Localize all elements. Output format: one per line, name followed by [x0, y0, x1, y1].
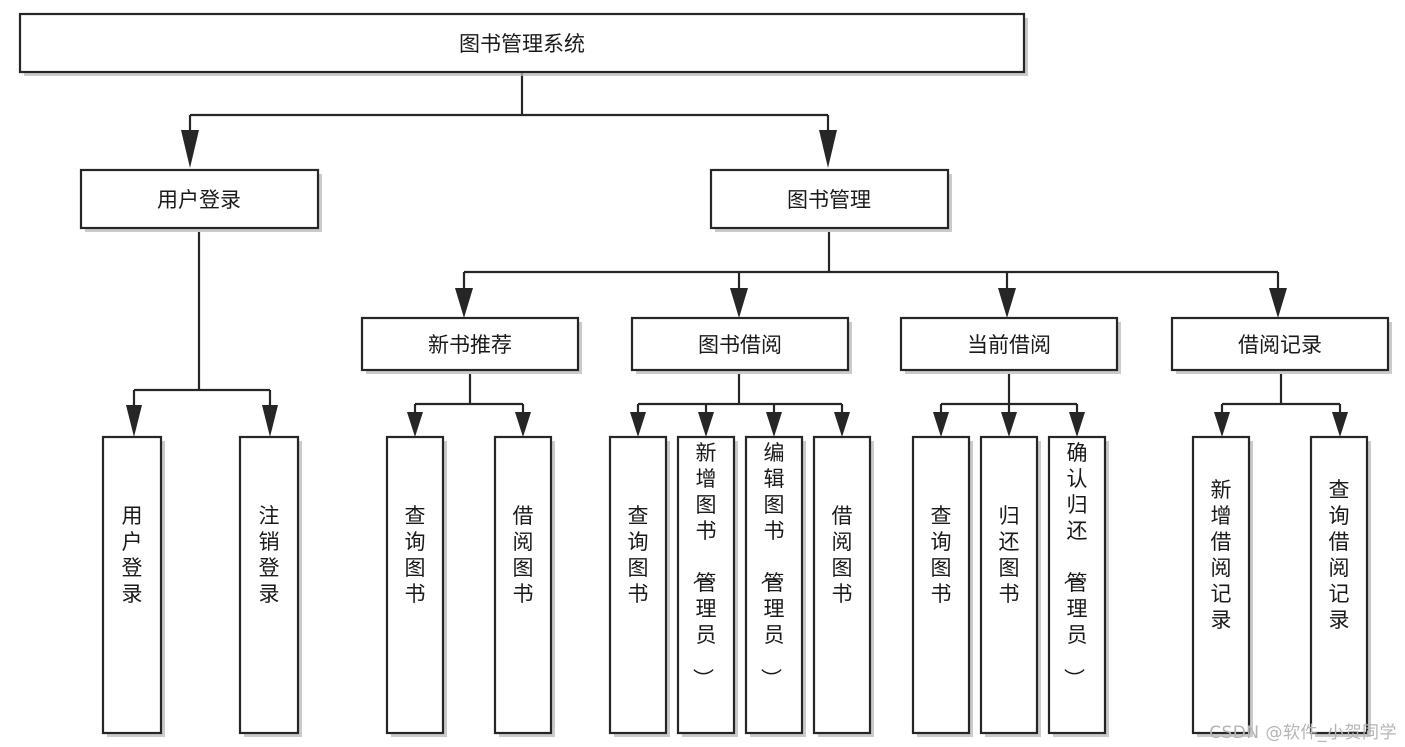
connector-layer — [126, 72, 1348, 437]
node-box — [979, 435, 1039, 735]
node-leaf-return-book[interactable]: 归还图书 — [979, 435, 1041, 737]
arrow-head-icon — [1214, 412, 1230, 437]
node-leaf-user-login[interactable]: 用户登录 — [101, 435, 165, 737]
node-box — [1047, 435, 1107, 735]
node-box — [608, 435, 668, 735]
arrow-head-icon — [455, 288, 473, 318]
arrow-head-icon — [1269, 288, 1287, 318]
node-label: 当前借阅 — [967, 333, 1051, 357]
node-box — [709, 168, 950, 230]
node-box — [1170, 316, 1390, 372]
node-leaf-add-book[interactable]: 新增图书（管理员） — [676, 435, 738, 737]
arrow-head-icon — [515, 412, 531, 437]
node-box — [812, 435, 872, 735]
arrow-head-icon — [698, 412, 714, 437]
node-user-login[interactable]: 用户登录 — [79, 168, 322, 232]
node-book-borrow[interactable]: 图书借阅 — [630, 316, 852, 374]
node-leaf-query-record[interactable]: 查询借阅记录 — [1309, 435, 1371, 737]
node-box — [238, 435, 300, 735]
node-new-book-recommend[interactable]: 新书推荐 — [360, 316, 582, 374]
node-box — [360, 316, 580, 372]
arrow-head-icon — [766, 412, 782, 437]
arrow-head-icon — [819, 130, 837, 168]
node-box — [79, 168, 320, 230]
node-box — [101, 435, 163, 735]
arrow-head-icon — [730, 288, 748, 318]
node-leaf-confirm-return[interactable]: 确认归还（管理员） — [1047, 435, 1109, 737]
node-box — [630, 316, 850, 372]
arrow-head-icon — [407, 412, 423, 437]
arrow-head-icon — [630, 412, 646, 437]
arrow-head-icon — [181, 130, 199, 168]
node-book-manage[interactable]: 图书管理 — [709, 168, 952, 232]
arrow-head-icon — [1001, 412, 1017, 437]
arrow-head-icon — [126, 405, 142, 437]
node-label: 查询图书 — [931, 504, 952, 606]
arrow-head-icon — [1332, 412, 1348, 437]
node-leaf-logout[interactable]: 注销登录 — [238, 435, 302, 737]
node-label: 查询借阅记录 — [1329, 478, 1350, 632]
node-leaf-borrow-book-2[interactable]: 借阅图书 — [812, 435, 874, 737]
node-box — [676, 435, 736, 735]
node-label: 编辑图书（管理员） — [759, 441, 785, 689]
node-label: 借阅记录 — [1238, 333, 1322, 357]
arrow-head-icon — [834, 412, 850, 437]
node-label: 查询图书 — [405, 504, 426, 606]
node-leaf-borrow-book-1[interactable]: 借阅图书 — [493, 435, 555, 737]
node-label: 确认归还（管理员） — [1062, 441, 1088, 689]
node-leaf-query-book-1[interactable]: 查询图书 — [385, 435, 447, 737]
node-label: 图书借阅 — [698, 333, 782, 357]
arrow-head-icon — [1069, 412, 1085, 437]
node-box — [899, 316, 1119, 372]
node-label: 借阅图书 — [513, 504, 534, 606]
arrow-head-icon — [933, 412, 949, 437]
node-leaf-query-book-3[interactable]: 查询图书 — [911, 435, 973, 737]
node-label: 新书推荐 — [428, 333, 512, 357]
node-label: 用户登录 — [122, 504, 143, 606]
node-label: 图书管理系统 — [459, 32, 585, 56]
node-box — [493, 435, 553, 735]
node-leaf-query-book-2[interactable]: 查询图书 — [608, 435, 670, 737]
node-box — [1191, 435, 1251, 735]
arrow-head-icon — [262, 405, 278, 437]
arrow-head-icon — [998, 288, 1016, 318]
node-label: 注销登录 — [259, 504, 280, 606]
node-label: 图书管理 — [787, 188, 871, 212]
node-label: 新增借阅记录 — [1211, 478, 1232, 632]
node-borrow-record[interactable]: 借阅记录 — [1170, 316, 1392, 374]
node-box — [744, 435, 804, 735]
node-current-borrow[interactable]: 当前借阅 — [899, 316, 1121, 374]
node-box — [385, 435, 445, 735]
node-label: 借阅图书 — [832, 504, 853, 606]
node-label: 归还图书 — [999, 504, 1020, 606]
node-leaf-edit-book[interactable]: 编辑图书（管理员） — [744, 435, 806, 737]
node-root[interactable]: 图书管理系统 — [18, 12, 1028, 76]
node-label: 用户登录 — [157, 188, 241, 212]
node-box — [1309, 435, 1369, 735]
node-box — [911, 435, 971, 735]
node-box — [18, 12, 1026, 74]
node-label: 查询图书 — [628, 504, 649, 606]
node-leaf-add-record[interactable]: 新增借阅记录 — [1191, 435, 1253, 737]
node-label: 新增图书（管理员） — [691, 441, 717, 689]
